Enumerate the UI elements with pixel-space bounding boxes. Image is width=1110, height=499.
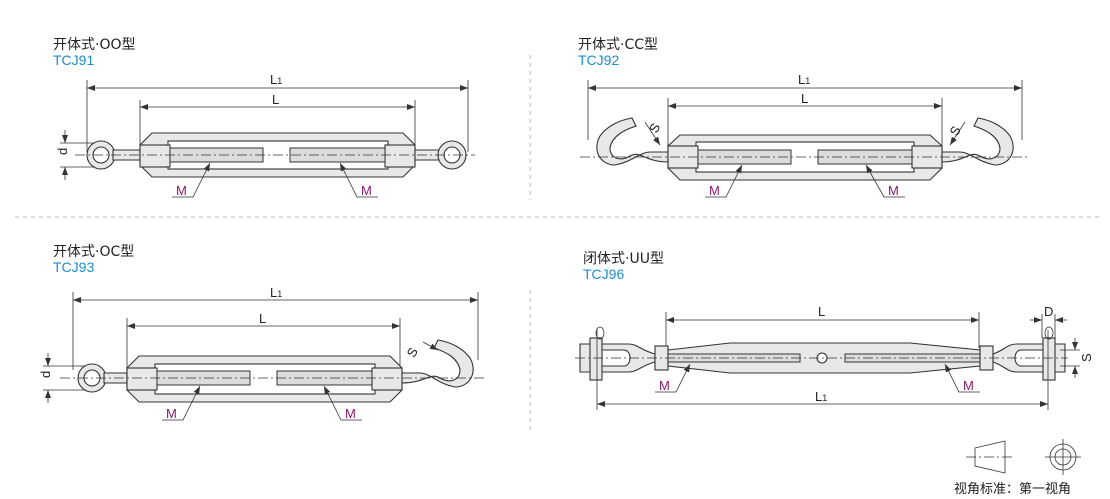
- label-l: L: [272, 92, 279, 107]
- label-s-left: S: [646, 120, 663, 135]
- hook-right: [941, 117, 1014, 166]
- label-s: S: [1079, 353, 1094, 362]
- hook-right: [401, 339, 474, 388]
- cone-view-icon: [974, 440, 1006, 474]
- label-m-right: M: [345, 406, 356, 421]
- panel-tcj96: 闭体式·UU型 TCJ96 L L1 D S M M: [575, 251, 1094, 410]
- panel-title: 开体式·OC型: [53, 244, 134, 260]
- projection-symbol: 视角标准：第一视角: [954, 439, 1081, 497]
- label-d: d: [55, 148, 70, 155]
- label-l1: L1: [270, 72, 282, 87]
- label-l: L: [818, 304, 825, 319]
- label-l1: L1: [798, 72, 810, 87]
- panel-title: 闭体式·UU型: [583, 251, 664, 267]
- panel-code: TCJ96: [583, 266, 624, 282]
- label-l1: L1: [270, 285, 282, 300]
- label-m-right: M: [963, 378, 974, 393]
- panel-title: 开体式·CC型: [578, 37, 658, 53]
- panel-title: 开体式·OO型: [53, 37, 136, 53]
- panel-code: TCJ91: [53, 52, 94, 68]
- label-l1: L1: [815, 389, 827, 404]
- label-l: L: [801, 91, 808, 106]
- panel-code: TCJ93: [53, 259, 94, 275]
- label-l: L: [259, 311, 266, 326]
- circle-view-icon: [1045, 439, 1081, 475]
- panel-tcj92: 开体式·CC型 TCJ92 L1 L S S M M: [578, 37, 1030, 198]
- label-m-left: M: [176, 183, 187, 198]
- panel-code: TCJ92: [578, 52, 619, 68]
- label-m-right: M: [361, 183, 372, 198]
- hook-left: [596, 117, 669, 166]
- projection-standard-label: 视角标准：第一视角: [954, 482, 1071, 497]
- label-m-left: M: [166, 406, 177, 421]
- panel-tcj91: 开体式·OO型 TCJ91 L1 L d M M: [53, 37, 475, 198]
- label-s: S: [404, 345, 421, 360]
- label-m-left: M: [709, 183, 720, 198]
- label-d-upper: D: [1044, 304, 1053, 319]
- panel-tcj93: 开体式·OC型 TCJ93 L1 L d S M M: [38, 244, 485, 421]
- label-s-right: S: [946, 123, 963, 138]
- label-m-right: M: [888, 183, 899, 198]
- label-d: d: [38, 371, 53, 378]
- label-m-left: M: [659, 378, 670, 393]
